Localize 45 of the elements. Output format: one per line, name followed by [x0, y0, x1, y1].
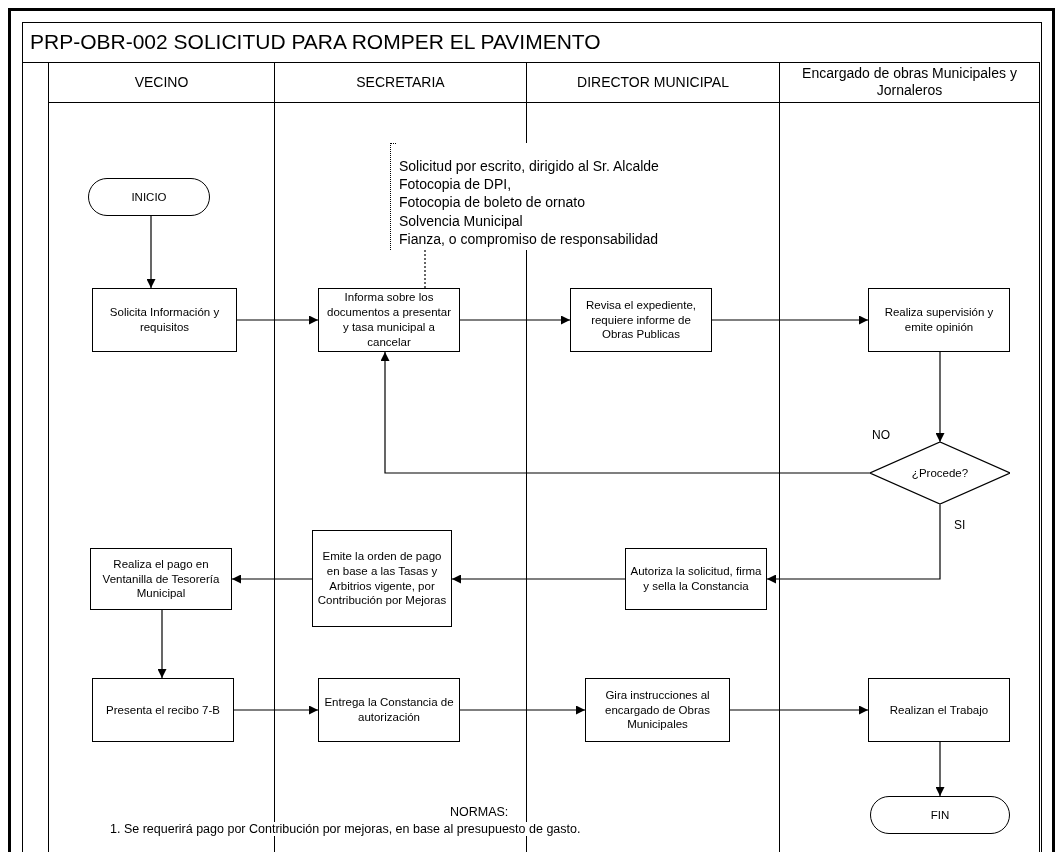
terminal-box: INICIO — [88, 178, 210, 216]
process-box: Gira instrucciones al encargado de Obras Municipales — [585, 678, 730, 742]
arrow — [711, 315, 869, 325]
arrow — [459, 705, 586, 715]
swimlane — [780, 62, 1040, 852]
edge-label: SI — [952, 518, 968, 532]
note-text: Solvencia Municipal — [399, 211, 524, 230]
arrow — [236, 315, 319, 325]
process-box: Solicita Información y requisitos — [92, 288, 237, 352]
process-box: Realiza supervisión y emite opinión — [868, 288, 1010, 352]
arrow — [766, 503, 941, 584]
arrow — [459, 315, 571, 325]
note-text: Solicitud por escrito, dirigido al Sr. Alcalde — [399, 157, 660, 176]
process-box: Presenta el recibo 7-B — [92, 678, 234, 742]
arrow — [233, 705, 319, 715]
arrow — [729, 705, 869, 715]
process-box: Emite la orden de pago en base a las Tasas y Arbitrios vigente, por Contribución por Mejoras — [312, 530, 452, 627]
process-box: Entrega la Constancia de autorización — [318, 678, 460, 742]
lane-header: DIRECTOR MUNICIPAL — [577, 73, 729, 91]
arrow — [380, 351, 871, 474]
note-text: 1. Se requerirá pago por Contribución por mejoras, en base al presupuesto de gasto. — [110, 822, 581, 836]
note-text: Fotocopia de DPI, — [399, 175, 513, 194]
process-box: Realiza el pago en Ventanilla de Tesorería Municipal — [90, 548, 232, 610]
lane-header: VECINO — [134, 73, 189, 91]
arrow — [935, 741, 945, 797]
process-box: Informa sobre los documentos a presentar y tasa municipal a cancelar — [318, 288, 460, 352]
arrow — [231, 574, 313, 584]
lane-header: Encargado de obras Municipales y Jornaleros — [801, 65, 1018, 99]
decision-text: ¿Procede? — [911, 465, 969, 481]
process-box: Revisa el expediente, requiere informe de Obras Publicas — [570, 288, 712, 352]
annotation-connector — [424, 249, 426, 289]
edge-label: NO — [870, 428, 892, 442]
arrow — [146, 215, 156, 289]
diagram-title: PRP-OBR-002 SOLICITUD PARA ROMPER EL PAVIMENTO — [30, 30, 601, 54]
decision-diamond — [870, 442, 1010, 504]
arrow — [451, 574, 626, 584]
lane-header: SECRETARIA — [356, 73, 445, 91]
note-text: Fotocopia de boleto de ornato — [399, 193, 587, 212]
terminal-box: FIN — [870, 796, 1010, 834]
notes-heading: NORMAS: — [450, 805, 509, 819]
process-box: Realizan el Trabajo — [868, 678, 1010, 742]
note-text: Fianza, o compromiso de responsabilidad — [399, 229, 660, 248]
arrow — [935, 351, 945, 443]
process-box: Autoriza la solicitud, firma y sella la Constancia — [625, 548, 767, 610]
arrow — [157, 609, 167, 679]
